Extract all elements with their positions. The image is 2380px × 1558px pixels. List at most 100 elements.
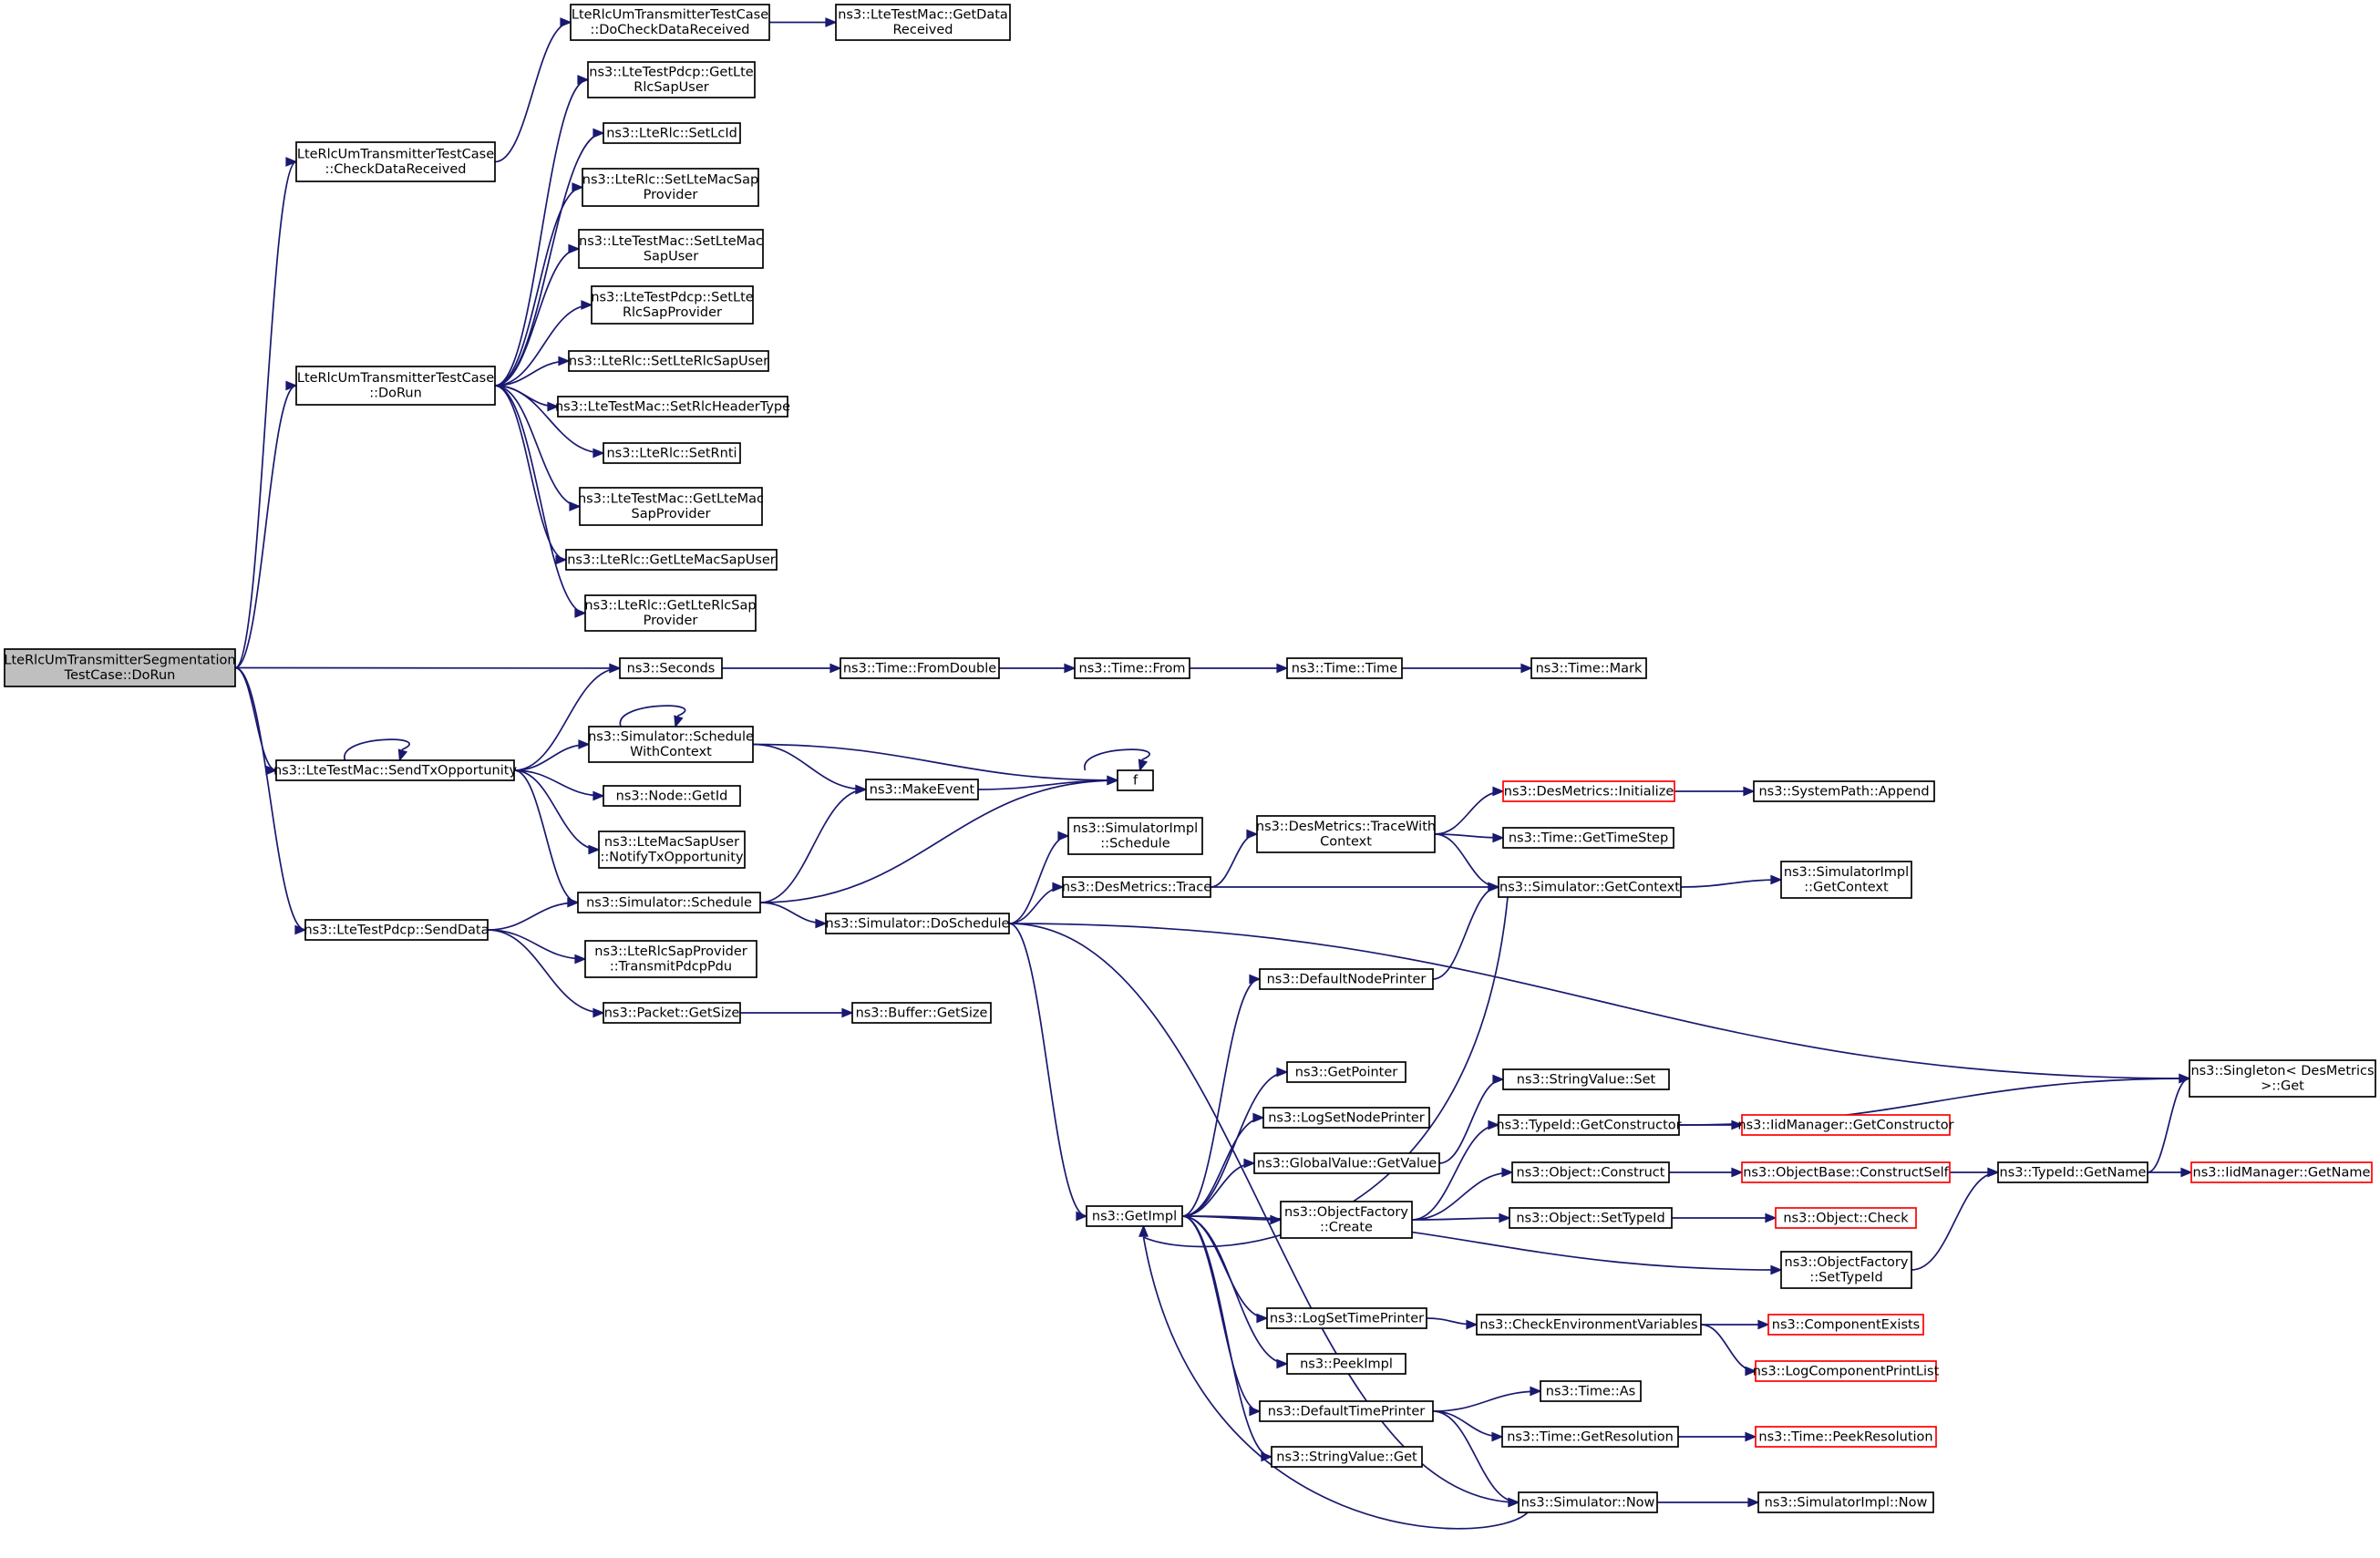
node-ns3-systempath-append[interactable]: ns3::SystemPath::Append [1753, 780, 1935, 802]
node-f[interactable]: f [1117, 769, 1154, 791]
node-ns3-ltetestmac-setrlcheadertype[interactable]: ns3::LteTestMac::SetRlcHeaderType [555, 396, 790, 418]
node-ns3-globalvalue-getvalue[interactable]: ns3::GlobalValue::GetValue [1253, 1152, 1440, 1174]
node-ns3-checkenvironmentvariables[interactable]: ns3::CheckEnvironmentVariables [1476, 1314, 1702, 1336]
edge-seconds-to-fromDouble [721, 663, 842, 674]
node-ns3-lterlc-setlterlcsapuser[interactable]: ns3::LteRlc::SetLteRlcSapUser [568, 350, 769, 372]
edge-arrowhead [397, 748, 408, 762]
root-node-lterlcumtransmittersegmentationtestcase-dorun[interactable]: LteRlcUmTransmitterSegmentationTestCase:… [4, 648, 236, 687]
node-lterlcumtransmittertestcase-checkdatareceived[interactable]: LteRlcUmTransmitterTestCase::CheckDataRe… [295, 141, 496, 182]
node-ns3-simulatorimpl-getcontext[interactable]: ns3::SimulatorImpl::GetContext [1780, 861, 1912, 899]
node-ns3-typeid-getname[interactable]: ns3::TypeId::GetName [1997, 1161, 2148, 1183]
node-ns3-simulator-schedule[interactable]: ns3::Simulator::Schedule [577, 892, 761, 913]
node-label: ::GetContext [1804, 881, 1889, 895]
node-lterlcumtransmittertestcase-dorun[interactable]: LteRlcUmTransmitterTestCase::DoRun [295, 366, 496, 406]
edge-checkData-to-doCheck [494, 17, 572, 163]
node-ns3-logcomponentprintlist[interactable]: ns3::LogComponentPrintList [1753, 1360, 1940, 1382]
node-ns3-lterlc-getltemacsapuser[interactable]: ns3::LteRlc::GetLteMacSapUser [565, 549, 778, 571]
node-ns3-ltetestpdcp-senddata[interactable]: ns3::LteTestPdcp::SendData [304, 919, 489, 941]
node-box [1530, 657, 1647, 679]
node-ns3-simulator-doschedule[interactable]: ns3::Simulator::DoSchedule [825, 913, 1010, 934]
node-ns3-buffer-getsize[interactable]: ns3::Buffer::GetSize [851, 1002, 992, 1024]
node-ns3-componentexists[interactable]: ns3::ComponentExists [1767, 1314, 1924, 1336]
node-ns3-lterlc-setrnti[interactable]: ns3::LteRlc::SetRnti [603, 442, 741, 464]
node-ns3-objectfactory-create[interactable]: ns3::ObjectFactory::Create [1280, 1201, 1413, 1239]
edge-arrowhead [1501, 1167, 1514, 1178]
node-ns3-packet-getsize[interactable]: ns3::Packet::GetSize [603, 1002, 741, 1024]
edge-line [234, 666, 621, 669]
edge-arrowhead [1499, 1212, 1511, 1223]
node-ns3-lterlc-setlcid[interactable]: ns3::LteRlc::SetLcId [603, 122, 741, 144]
edge-doRun-to-macGetProv [494, 385, 582, 511]
node-ns3-objectfactory-settypeid[interactable]: ns3::ObjectFactory::SetTypeId [1780, 1251, 1912, 1289]
edge-doRun-to-macSetUser [494, 243, 581, 387]
node-label: ns3::TypeId::GetConstructor [1496, 1118, 1681, 1132]
node-ns3-typeid-getconstructor[interactable]: ns3::TypeId::GetConstructor [1496, 1114, 1682, 1136]
node-ns3-object-settypeid[interactable]: ns3::Object::SetTypeId [1509, 1207, 1673, 1229]
node-ns3-time-gettimestep[interactable]: ns3::Time::GetTimeStep [1502, 827, 1674, 849]
node-ns3-makeevent[interactable]: ns3::MakeEvent [865, 779, 979, 800]
edge-arrowhead [815, 918, 828, 929]
node-ns3-desmetrics-trace[interactable]: ns3::DesMetrics::Trace [1062, 876, 1211, 898]
edge-desTrace-to-traceWith [1210, 829, 1259, 888]
edge-sendData-to-transmit [487, 929, 587, 965]
node-ns3-defaulttimeprinter[interactable]: ns3::DefaultTimePrinter [1259, 1400, 1434, 1422]
node-ns3-ltetestmac-sendtxopportunity[interactable]: ns3::LteTestMac::SendTxOpportunity [273, 759, 518, 781]
node-ns3-logsettimeprinter[interactable]: ns3::LogSetTimePrinter [1266, 1307, 1427, 1329]
node-ns3-lterlcsapprovider-transmitpdcppdu[interactable]: ns3::LteRlcSapProvider::TransmitPdcpPdu [584, 940, 757, 978]
node-ns3-stringvalue-set[interactable]: ns3::StringValue::Set [1502, 1068, 1670, 1090]
node-ns3-iidmanager-getconstructor[interactable]: ns3::IidManager::GetConstructor [1737, 1114, 1954, 1136]
edge-line [1181, 1215, 1782, 1271]
node-ns3-desmetrics-initialize[interactable]: ns3::DesMetrics::Initialize [1502, 780, 1675, 802]
node-ns3-getimpl[interactable]: ns3::GetImpl [1086, 1205, 1183, 1227]
node-ns3-time-from[interactable]: ns3::Time::From [1074, 657, 1190, 679]
node-ns3-simulator-getcontext[interactable]: ns3::Simulator::GetContext [1498, 876, 1682, 898]
node-ns3-time-time[interactable]: ns3::Time::Time [1286, 657, 1403, 679]
edge-getImpl-to-peekImpl [1181, 1215, 1289, 1369]
edge-arrowhead [1770, 874, 1783, 885]
node-label: ns3::SimulatorImpl [1073, 821, 1198, 836]
edge-arrowhead [558, 356, 571, 366]
edge-arrowhead [1770, 1264, 1783, 1275]
node-ns3-simulatorimpl-schedule[interactable]: ns3::SimulatorImpl::Schedule [1067, 817, 1203, 855]
node-ns3-time-peekresolution[interactable]: ns3::Time::PeekResolution [1755, 1426, 1937, 1448]
node-ns3-object-construct[interactable]: ns3::Object::Construct [1511, 1161, 1670, 1183]
node-ns3-logsetnodeprinter[interactable]: ns3::LogSetNodePrinter [1262, 1107, 1430, 1129]
node-lterlcumtransmittertestcase-docheckdatareceived[interactable]: LteRlcUmTransmitterTestCase::DoCheckData… [570, 4, 770, 41]
node-ns3-defaultnodeprinter[interactable]: ns3::DefaultNodePrinter [1259, 968, 1434, 990]
node-ns3-peekimpl[interactable]: ns3::PeekImpl [1286, 1353, 1406, 1375]
node-ns3-simulatorimpl-now[interactable]: ns3::SimulatorImpl::Now [1757, 1491, 1934, 1513]
node-ns3-ltemacsapuser-notifytxopportunity[interactable]: ns3::LteMacSapUser::NotifyTxOpportunity [598, 831, 746, 869]
node-ns3-iidmanager-getname[interactable]: ns3::IidManager::GetName [2190, 1161, 2373, 1183]
node-box [1741, 1114, 1951, 1136]
node-ns3-simulator-now[interactable]: ns3::Simulator::Now [1518, 1491, 1658, 1513]
edge-arrowhead [2180, 1167, 2193, 1178]
node-ns3-seconds[interactable]: ns3::Seconds [619, 657, 723, 679]
edge-arrowhead [1276, 1358, 1289, 1369]
node-ns3-node-getid[interactable]: ns3::Node::GetId [603, 785, 741, 807]
node-box [1501, 1426, 1679, 1448]
edge-line [1181, 978, 1261, 1217]
node-ns3-getpointer[interactable]: ns3::GetPointer [1286, 1061, 1406, 1083]
node-ns3-time-getresolution[interactable]: ns3::Time::GetResolution [1501, 1426, 1679, 1448]
node-ns3-stringvalue-get[interactable]: ns3::StringValue::Get [1271, 1446, 1423, 1468]
node-box [2189, 1059, 2376, 1098]
node-ns3-time-fromdouble[interactable]: ns3::Time::FromDouble [840, 657, 1000, 679]
node-ns3-object-check[interactable]: ns3::Object::Check [1775, 1207, 1917, 1229]
edge-root-to-doRun [234, 380, 298, 669]
node-box [1498, 876, 1682, 898]
edge-timeTime-to-mark [1401, 663, 1533, 674]
node-ns3-objectbase-constructself[interactable]: ns3::ObjectBase::ConstructSelf [1741, 1161, 1951, 1183]
node-ns3-time-mark[interactable]: ns3::Time::Mark [1530, 657, 1647, 679]
node-ns3-singleton-desmetrics-get[interactable]: ns3::Singleton< DesMetrics >::Get [2189, 1059, 2376, 1098]
node-ns3-time-as[interactable]: ns3::Time::As [1540, 1380, 1642, 1402]
node-box [1509, 1207, 1673, 1229]
